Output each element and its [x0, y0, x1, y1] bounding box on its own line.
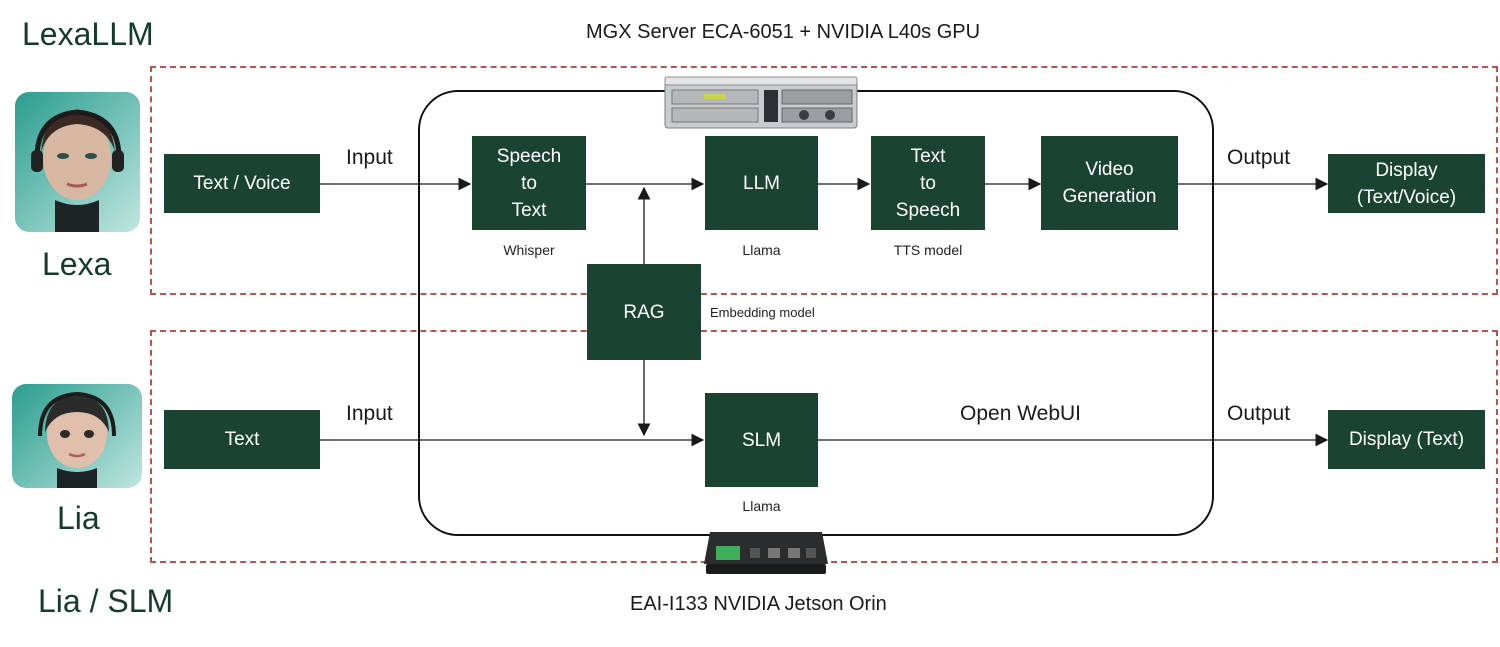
server-title: MGX Server ECA-6051 + NVIDIA L40s GPU: [586, 21, 981, 43]
video-generation-box: Video Generation: [1041, 136, 1178, 230]
llm-llama-caption: Llama: [742, 242, 781, 258]
display-text-box: Display (Text): [1328, 410, 1485, 469]
rag-box: RAG: [587, 264, 701, 360]
display-text-voice-box: Display (Text/Voice): [1328, 154, 1485, 213]
embedding-model-caption: Embedding model: [710, 305, 815, 320]
jetson-title: EAI-I133 NVIDIA Jetson Orin: [630, 593, 887, 615]
edge-device-icon: [702, 524, 830, 576]
text-voice-input-box: Text / Voice: [164, 154, 320, 213]
robot-child-avatar-icon: [12, 384, 142, 488]
speech-to-text-box: Speech to Text: [472, 136, 586, 230]
bottom-input-label: Input: [346, 402, 393, 425]
bottom-output-label: Output: [1227, 402, 1291, 425]
slm-llama-caption: Llama: [742, 498, 781, 514]
lia-name: Lia: [57, 500, 100, 536]
llm-box: LLM: [705, 136, 818, 230]
lexa-name: Lexa: [42, 246, 112, 282]
text-input-box: Text: [164, 410, 320, 469]
top-input-label: Input: [346, 146, 393, 169]
server-rack-icon: [664, 76, 858, 130]
open-webui-label: Open WebUI: [960, 402, 1082, 425]
lexallm-title: LexaLLM: [22, 16, 154, 52]
lia-slm-title: Lia / SLM: [38, 583, 174, 619]
tts-model-caption: TTS model: [893, 242, 963, 258]
slm-box: SLM: [705, 393, 818, 487]
robot-woman-avatar-icon: [15, 92, 140, 232]
top-output-label: Output: [1227, 146, 1291, 169]
whisper-caption: Whisper: [503, 242, 555, 258]
text-to-speech-box: Text to Speech: [871, 136, 985, 230]
lexallm-region: [150, 66, 1498, 295]
